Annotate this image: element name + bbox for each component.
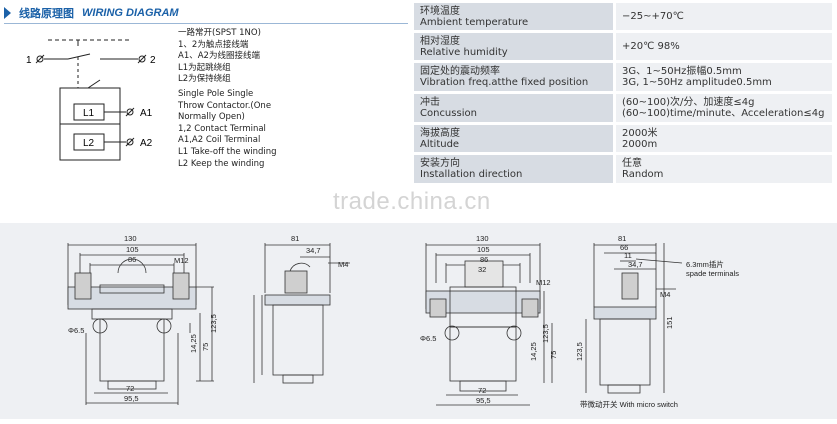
d4-h151: 151 <box>665 316 674 329</box>
desc-cn-line: 1、2为触点接线端 <box>178 39 249 50</box>
drawings-svg: 130 105 86 M12 Φ6.5 123,5 14,25 75 72 95… <box>67 234 739 409</box>
d1-w95: 95,5 <box>124 394 139 403</box>
d4-w66: 66 <box>620 243 628 252</box>
desc-cn-line: L2为保持绕组 <box>178 74 231 85</box>
desc-en-line: 1,2 Contact Terminal <box>178 123 266 134</box>
spec-value: −25~+70℃ <box>616 3 832 30</box>
desc-cn-line: A1、A2为线圈接线端 <box>178 51 260 62</box>
d1-w72: 72 <box>126 384 134 393</box>
drawing-side-1 <box>253 243 350 384</box>
d1-m12: M12 <box>174 256 189 265</box>
d4-m4: M4 <box>660 290 670 299</box>
watermark: trade.china.cn <box>333 188 491 215</box>
d1-h123: 123,5 <box>209 314 218 333</box>
drawing-side-2 <box>585 243 683 394</box>
d3-w105: 105 <box>477 245 490 254</box>
d3-h123: 123,5 <box>541 324 550 343</box>
header-divider <box>4 23 408 24</box>
wiring-schematic: 1 2 L1 L2 A1 A2 <box>26 39 156 161</box>
d3-h75: 75 <box>549 351 558 359</box>
d4-h123: 123,5 <box>575 342 584 361</box>
terminal-a2-label: A2 <box>140 138 153 149</box>
d1-h14: 14,25 <box>189 334 198 353</box>
desc-en-line: L1 Take-off the winding <box>178 146 277 157</box>
desc-cn-line: 一路常开(SPST 1NO) <box>178 28 261 38</box>
d3-w86: 86 <box>480 255 488 264</box>
d1-w86: 86 <box>128 255 136 264</box>
d2-m4: M4 <box>338 260 348 269</box>
desc-en-line: Normally Open) <box>178 112 245 123</box>
desc-en-line: Single Pole Single <box>178 88 254 99</box>
d3-h14: 14,25 <box>529 342 538 361</box>
terminal-a1-label: A1 <box>140 108 153 119</box>
terminal-1-label: 1 <box>26 55 32 66</box>
d4-spade-cn: 6.3mm插片 <box>686 259 724 269</box>
coil-l2-label: L2 <box>83 138 95 149</box>
d3-w130: 130 <box>476 234 489 243</box>
d4-w11: 11 <box>624 251 632 260</box>
d1-h75: 75 <box>201 343 210 351</box>
desc-en-line: L2 Keep the winding <box>178 158 265 169</box>
dimension-drawings: 130 105 86 M12 Φ6.5 123,5 14,25 75 72 95… <box>0 223 837 419</box>
wiring-description: 一路常开(SPST 1NO) 1、2为触点接线端 A1、A2为线圈接线端 L1为… <box>178 28 277 170</box>
desc-en-line: Throw Contactor.(One <box>178 100 272 111</box>
d3-w95: 95,5 <box>476 396 491 405</box>
d1-phi: Φ6.5 <box>68 326 84 335</box>
d1-w105: 105 <box>126 245 139 254</box>
desc-en-line: A1,A2 Coil Terminal <box>178 135 261 146</box>
d2-w34: 34,7 <box>306 246 321 255</box>
drawing-front-2 <box>425 243 553 406</box>
d4-w34: 34,7 <box>628 260 643 269</box>
spec-value: (60~100)次/分、加速度≤4g(60~100)time/minute、Ac… <box>616 94 832 122</box>
d1-w130: 130 <box>124 234 137 243</box>
coil-l1-label: L1 <box>83 108 95 119</box>
dimension-labels: 130 105 86 M12 Φ6.5 123,5 14,25 75 72 95… <box>68 234 739 409</box>
d3-phi: Φ6.5 <box>420 334 436 343</box>
d4-spade-en: spade terminals <box>686 269 739 278</box>
d3-m12: M12 <box>536 278 551 287</box>
title-cn: 线路原理图 <box>19 7 74 20</box>
d4-caption: 带微动开关 With micro switch <box>580 399 678 409</box>
spec-value: +20℃ 98% <box>616 33 832 60</box>
title-en: WIRING DIAGRAM <box>82 7 179 19</box>
d4-w81: 81 <box>618 234 626 243</box>
section-header: 线路原理图 WIRING DIAGRAM <box>4 3 179 23</box>
d3-w32: 32 <box>478 265 486 274</box>
terminal-2-label: 2 <box>150 55 156 66</box>
d3-w72: 72 <box>478 386 486 395</box>
bullet-icon <box>4 7 11 19</box>
d2-w81: 81 <box>291 234 299 243</box>
drawing-front-1 <box>67 243 214 405</box>
desc-cn-line: L1为起跳绕组 <box>178 62 231 73</box>
